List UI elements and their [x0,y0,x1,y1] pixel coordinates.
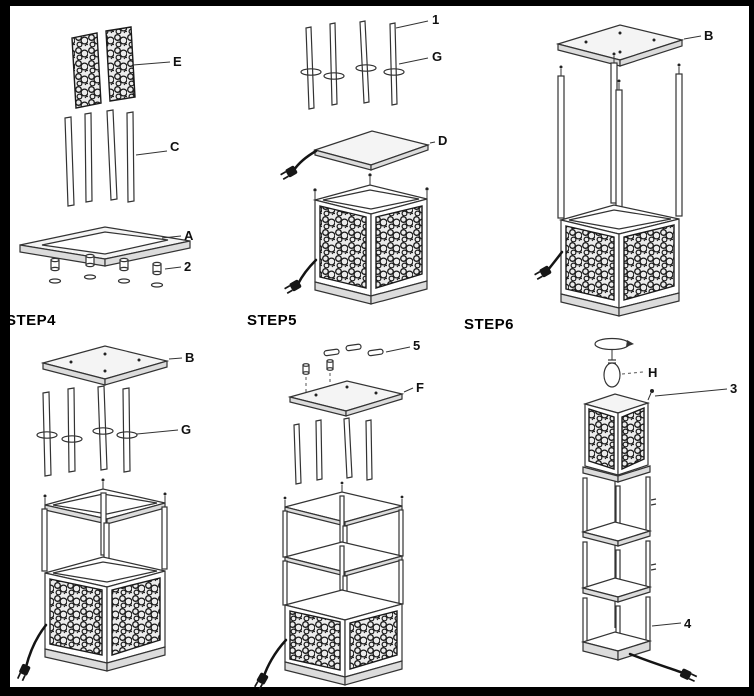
bulb-icon [603,359,644,388]
step5-title: STEP5 [247,312,298,329]
poles-with-rings-icon [36,385,179,477]
screws-icon [323,343,411,357]
label-shelf-F: F [416,380,424,395]
open-frame-icon [41,478,168,586]
plug-icon [679,668,698,683]
label-panel-B-step3: B [704,28,714,43]
label-finial-H: H [648,365,658,380]
label-frame-4: 4 [684,616,692,631]
top-panel-icon [40,345,183,386]
shelf-panel-icon [287,380,414,417]
step4-title: STEP4 [6,312,57,329]
label-screw-5: 5 [413,338,421,353]
assembled-lamp-icon [580,393,698,683]
label-peg-3: 3 [730,381,738,396]
feet-icon [48,253,182,288]
step5-illustration [254,343,414,690]
shelf-panel-icon [280,130,436,180]
step4-illustration [16,345,183,682]
label-shelf-D: D [438,133,448,148]
step6-title: STEP6 [464,316,515,333]
tower-structure-icon [254,481,404,690]
label-ring-G-step4: G [181,422,192,437]
plug-icon [254,672,269,690]
label-foot-2: 2 [184,259,192,274]
label-frame-A: A [184,228,194,243]
corner-posts-icon [64,109,168,207]
step3-illustration [534,24,702,317]
step6-illustration [580,337,728,683]
label-post-C: C [170,139,180,154]
base-frame-icon [19,226,191,267]
step2-illustration [280,20,436,305]
label-pole-1: 1 [432,12,440,27]
lamp-box-icon [16,556,166,682]
top-panel-icon [555,24,702,67]
label-panel-B-step4: B [185,350,195,365]
plug-icon [280,165,298,180]
ornate-panel-icon [71,26,171,109]
label-ring-G: G [432,49,443,64]
plug-icon [534,265,552,280]
top-peg-icon [647,388,728,401]
label-panel-E: E [173,54,182,69]
corner-posts-icon [557,52,683,233]
poles-with-rings-icon [300,20,429,110]
lamp-box-icon [284,173,429,305]
pegs-icon [302,359,334,393]
plug-icon [284,279,302,294]
rotation-arrow-icon [594,337,634,360]
short-posts-icon [293,417,373,485]
step1-illustration [19,26,191,288]
plug-icon [16,663,31,682]
lamp-box-icon [534,204,680,317]
